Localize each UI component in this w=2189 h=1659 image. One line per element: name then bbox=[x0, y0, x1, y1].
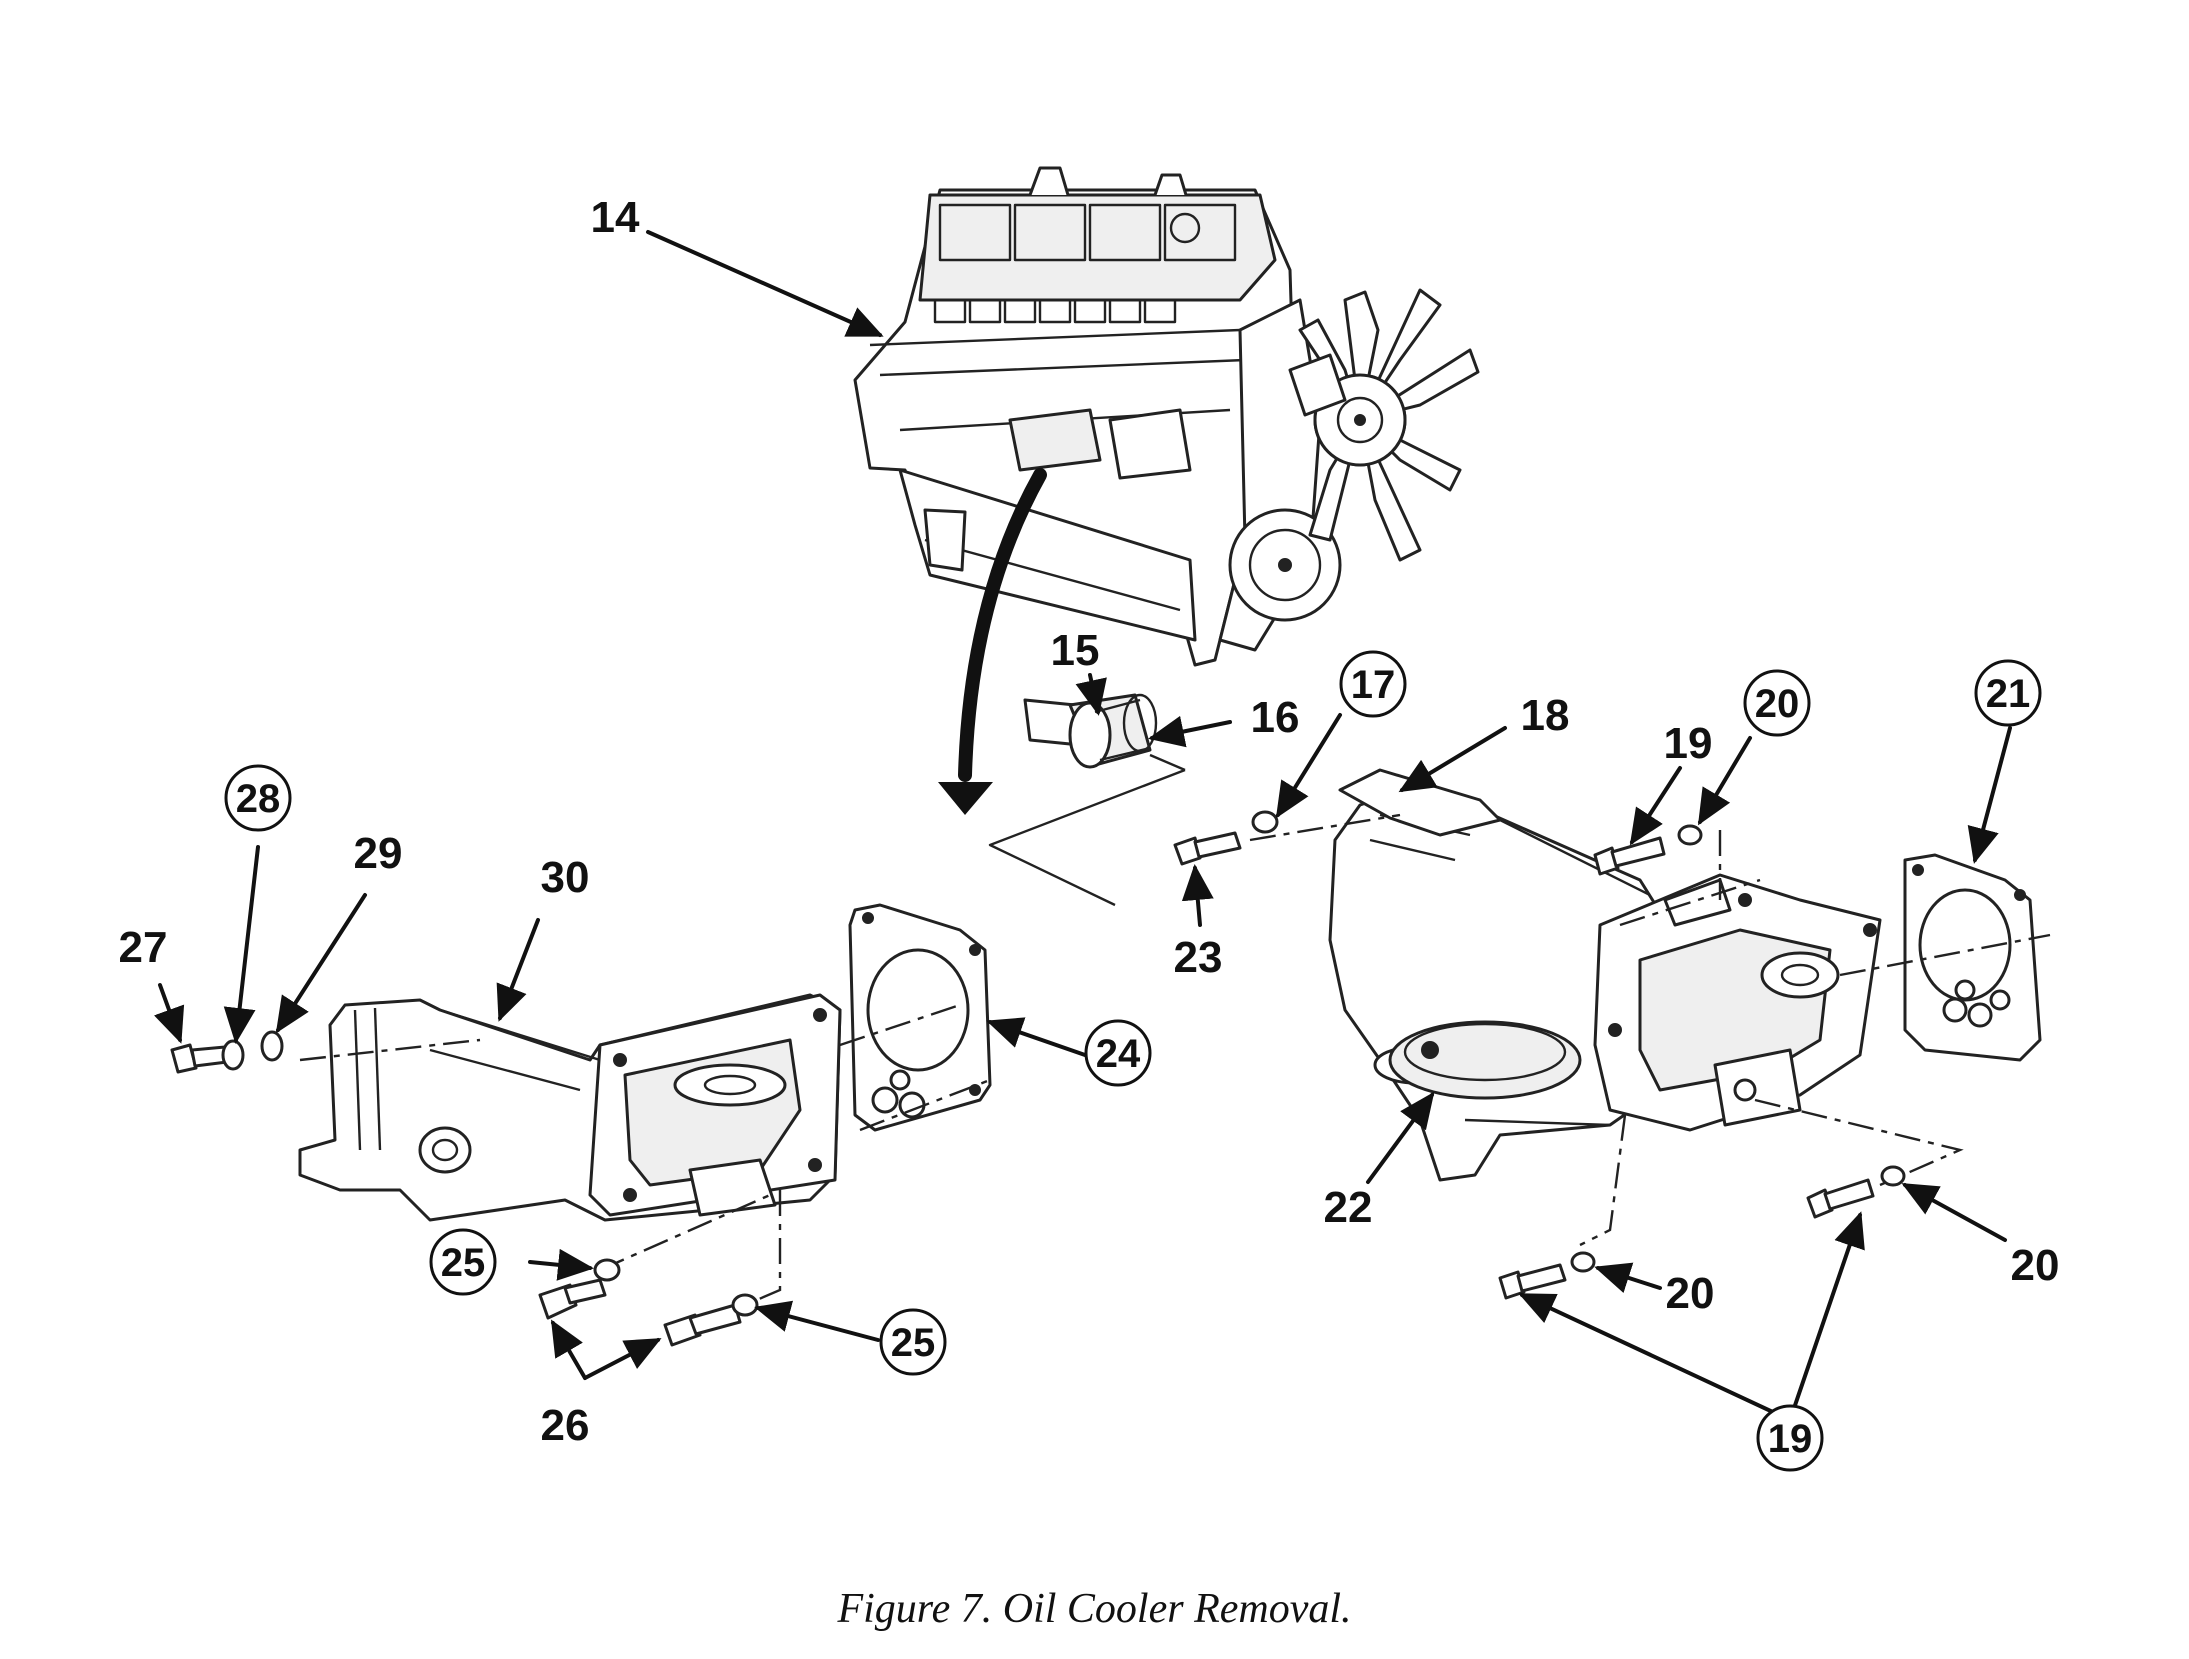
callout-circle-19-bottom bbox=[1756, 1404, 1824, 1472]
callout-21: 21 bbox=[1986, 672, 2031, 716]
bolt-19-lower-right bbox=[1806, 1178, 1875, 1219]
washer-25-lower bbox=[731, 1293, 759, 1317]
bolt-19-lower-left bbox=[1498, 1263, 1567, 1300]
figure-caption: Figure 7. Oil Cooler Removal. bbox=[837, 1586, 1352, 1632]
bolt-19-upper bbox=[1593, 836, 1666, 876]
callout-25-lower: 25 bbox=[891, 1321, 936, 1365]
callout-28: 28 bbox=[236, 777, 281, 821]
callout-circle-24 bbox=[1084, 1019, 1152, 1087]
callout-19-top: 19 bbox=[1664, 719, 1713, 768]
left-oil-cooler-housing bbox=[298, 993, 842, 1222]
left-gasket bbox=[848, 903, 992, 1132]
removal-direction-arrow bbox=[958, 468, 1047, 782]
callout-20-lower-right: 20 bbox=[2011, 1241, 2060, 1290]
part-15-16-assembly bbox=[1023, 693, 1186, 772]
callout-circle-25-lower bbox=[879, 1308, 947, 1376]
callout-circle-28 bbox=[224, 764, 292, 832]
callout-20-lower-left: 20 bbox=[1666, 1269, 1715, 1318]
callout-17: 17 bbox=[1351, 663, 1396, 707]
callout-circle-20-top bbox=[1743, 669, 1811, 737]
callout-27: 27 bbox=[119, 923, 168, 972]
callout-16: 16 bbox=[1251, 693, 1300, 742]
washer-28 bbox=[221, 1039, 245, 1071]
callout-24: 24 bbox=[1096, 1032, 1141, 1076]
engine-illustration bbox=[853, 166, 1480, 667]
callout-30: 30 bbox=[541, 853, 590, 902]
callout-19-bottom: 19 bbox=[1768, 1417, 1813, 1461]
callout-circle-25-upper bbox=[429, 1228, 497, 1296]
right-gasket bbox=[1903, 853, 2042, 1062]
callout-22: 22 bbox=[1324, 1183, 1373, 1232]
washer-20-upper bbox=[1677, 824, 1703, 846]
callout-14: 14 bbox=[591, 193, 640, 242]
callout-20-top: 20 bbox=[1755, 682, 1800, 726]
washer-25-upper bbox=[593, 1258, 621, 1282]
bolt-23 bbox=[1173, 831, 1242, 866]
lower-left-bolts-26 bbox=[538, 1278, 742, 1347]
callout-29: 29 bbox=[354, 829, 403, 878]
left-bolt-27 bbox=[170, 1043, 229, 1074]
washer-17 bbox=[1251, 810, 1279, 834]
callout-25-upper: 25 bbox=[441, 1241, 486, 1285]
callout-circle-21 bbox=[1974, 659, 2042, 727]
callout-26: 26 bbox=[541, 1401, 590, 1450]
callout-23: 23 bbox=[1174, 933, 1223, 982]
callout-circle-17 bbox=[1339, 650, 1407, 718]
leader-lines bbox=[154, 230, 2012, 1422]
washer-29 bbox=[260, 1030, 284, 1062]
washer-20-lower-right bbox=[1880, 1165, 1906, 1187]
removal-arrow-head bbox=[938, 782, 993, 815]
washer-20-lower-left bbox=[1570, 1251, 1596, 1273]
callout-15: 15 bbox=[1051, 626, 1100, 675]
callout-18: 18 bbox=[1521, 691, 1570, 740]
